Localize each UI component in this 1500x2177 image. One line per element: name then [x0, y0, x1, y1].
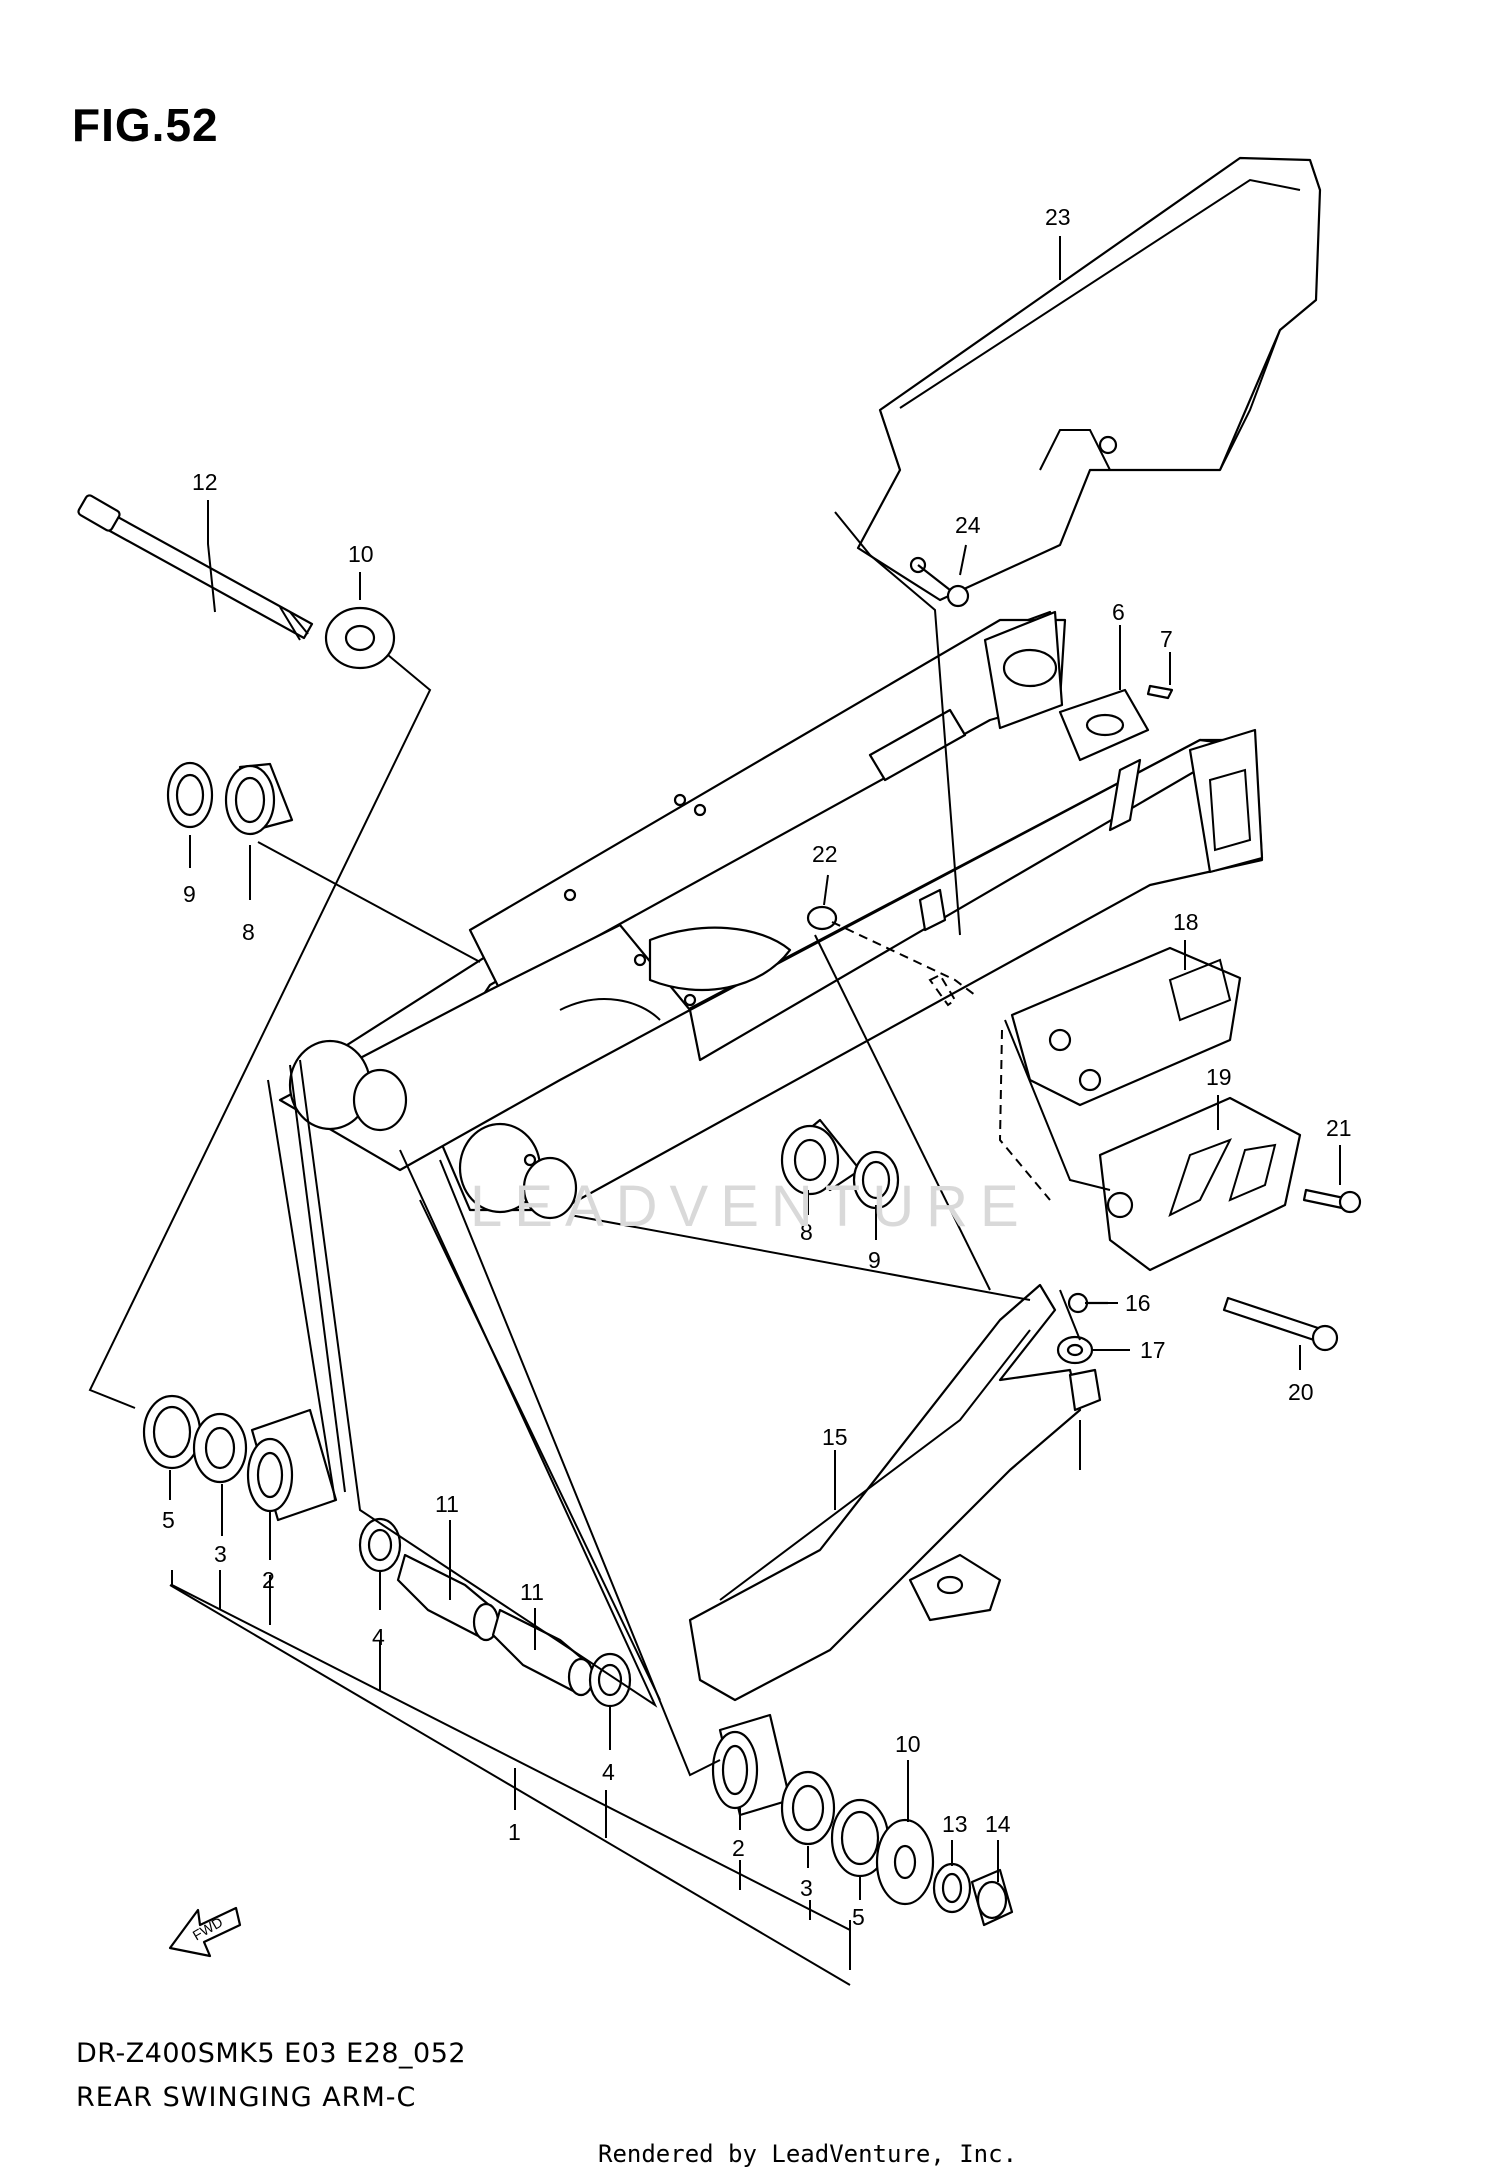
pivot-bolt-part[interactable] [77, 494, 314, 641]
callout-22: 22 [812, 841, 838, 867]
chain-case-part[interactable] [856, 156, 1322, 602]
callout-17: 17 [1140, 1337, 1166, 1363]
chain-slider-part[interactable] [688, 1283, 1102, 1702]
callout-7: 7 [1160, 626, 1173, 652]
seal-left-part[interactable] [166, 761, 214, 829]
callout-8-middle: 8 [800, 1219, 813, 1245]
callout-9-left: 9 [183, 881, 196, 907]
callout-21: 21 [1326, 1115, 1352, 1141]
callout-6: 6 [1112, 599, 1125, 625]
callout-16: 16 [1125, 1290, 1151, 1316]
callout-19: 19 [1206, 1064, 1232, 1090]
callout-15: 15 [822, 1424, 848, 1450]
swing-arm-part[interactable] [278, 610, 1264, 1220]
callout-13: 13 [942, 1811, 968, 1837]
oil-seal-right-part[interactable] [780, 1770, 836, 1846]
chain-guide-bolt-part[interactable] [1302, 1188, 1362, 1214]
seal-middle-part[interactable] [852, 1150, 900, 1210]
callout-18: 18 [1173, 909, 1199, 935]
callout-11-right: 11 [520, 1579, 544, 1605]
adjuster-plate-part[interactable] [1058, 688, 1150, 762]
watermark: LEADVENTURE [470, 1174, 1031, 1239]
pivot-nut-part[interactable] [970, 1868, 1014, 1927]
washer-part[interactable] [1056, 1335, 1094, 1365]
render-credit: Rendered by LeadVenture, Inc. [598, 2140, 1018, 2168]
seal-outer-left-part[interactable] [142, 1394, 202, 1470]
callout-5-right: 5 [852, 1904, 865, 1930]
bearing-bottom-right-part[interactable] [711, 1713, 792, 1817]
callout-10-bottom: 10 [895, 1731, 921, 1757]
callout-8-left: 8 [242, 919, 255, 945]
callout-12: 12 [192, 469, 218, 495]
bearing-bottom-left-part[interactable] [246, 1408, 338, 1522]
callout-numbers: 23 24 12 10 6 7 9 8 22 18 19 21 8 9 16 1… [162, 204, 1352, 1943]
nut-part[interactable] [806, 905, 838, 931]
spacer-left-part[interactable] [396, 1553, 500, 1642]
callout-4-left: 4 [372, 1624, 385, 1650]
washer-small-part[interactable] [932, 1862, 972, 1914]
callout-2-right: 2 [732, 1835, 745, 1861]
callout-3-left: 3 [214, 1541, 227, 1567]
callout-4-right: 4 [602, 1759, 615, 1785]
callout-14: 14 [985, 1811, 1011, 1837]
adjuster-bolt-part[interactable] [1146, 684, 1174, 700]
chain-guide-long-bolt-part[interactable] [1222, 1296, 1339, 1352]
callout-5-left: 5 [162, 1507, 175, 1533]
seal-spacer-left-part[interactable] [358, 1517, 402, 1573]
assembly-lines [88, 511, 1111, 1986]
callout-3-right: 3 [800, 1875, 813, 1901]
bearing-middle-part[interactable] [780, 1118, 862, 1196]
oil-seal-left-part[interactable] [192, 1412, 248, 1484]
figure-title: FIG.52 [72, 99, 219, 151]
section-name: REAR SWINGING ARM-C [76, 2082, 417, 2113]
callout-23: 23 [1045, 204, 1071, 230]
washer-top-part[interactable] [324, 606, 396, 670]
bearing-left-part[interactable] [224, 762, 294, 836]
callout-1: 1 [508, 1819, 521, 1845]
model-code: DR-Z400SMK5 E03 E28_052 [76, 2038, 467, 2069]
spacer-right-part[interactable] [491, 1608, 595, 1697]
callout-24: 24 [955, 512, 981, 538]
callout-20: 20 [1288, 1379, 1314, 1405]
callout-11-left: 11 [435, 1491, 459, 1517]
seal-spacer-right-part[interactable] [588, 1652, 632, 1708]
callout-leaders [169, 236, 1341, 1900]
callout-2-left: 2 [262, 1567, 275, 1593]
chain-guide-part[interactable] [1098, 1096, 1302, 1272]
callout-9-middle: 9 [868, 1247, 881, 1273]
washer-bottom-part[interactable] [875, 1818, 935, 1906]
callout-10-top: 10 [348, 541, 374, 567]
forward-arrow-icon [168, 1906, 242, 1958]
chain-case-screw-part[interactable] [917, 564, 970, 608]
